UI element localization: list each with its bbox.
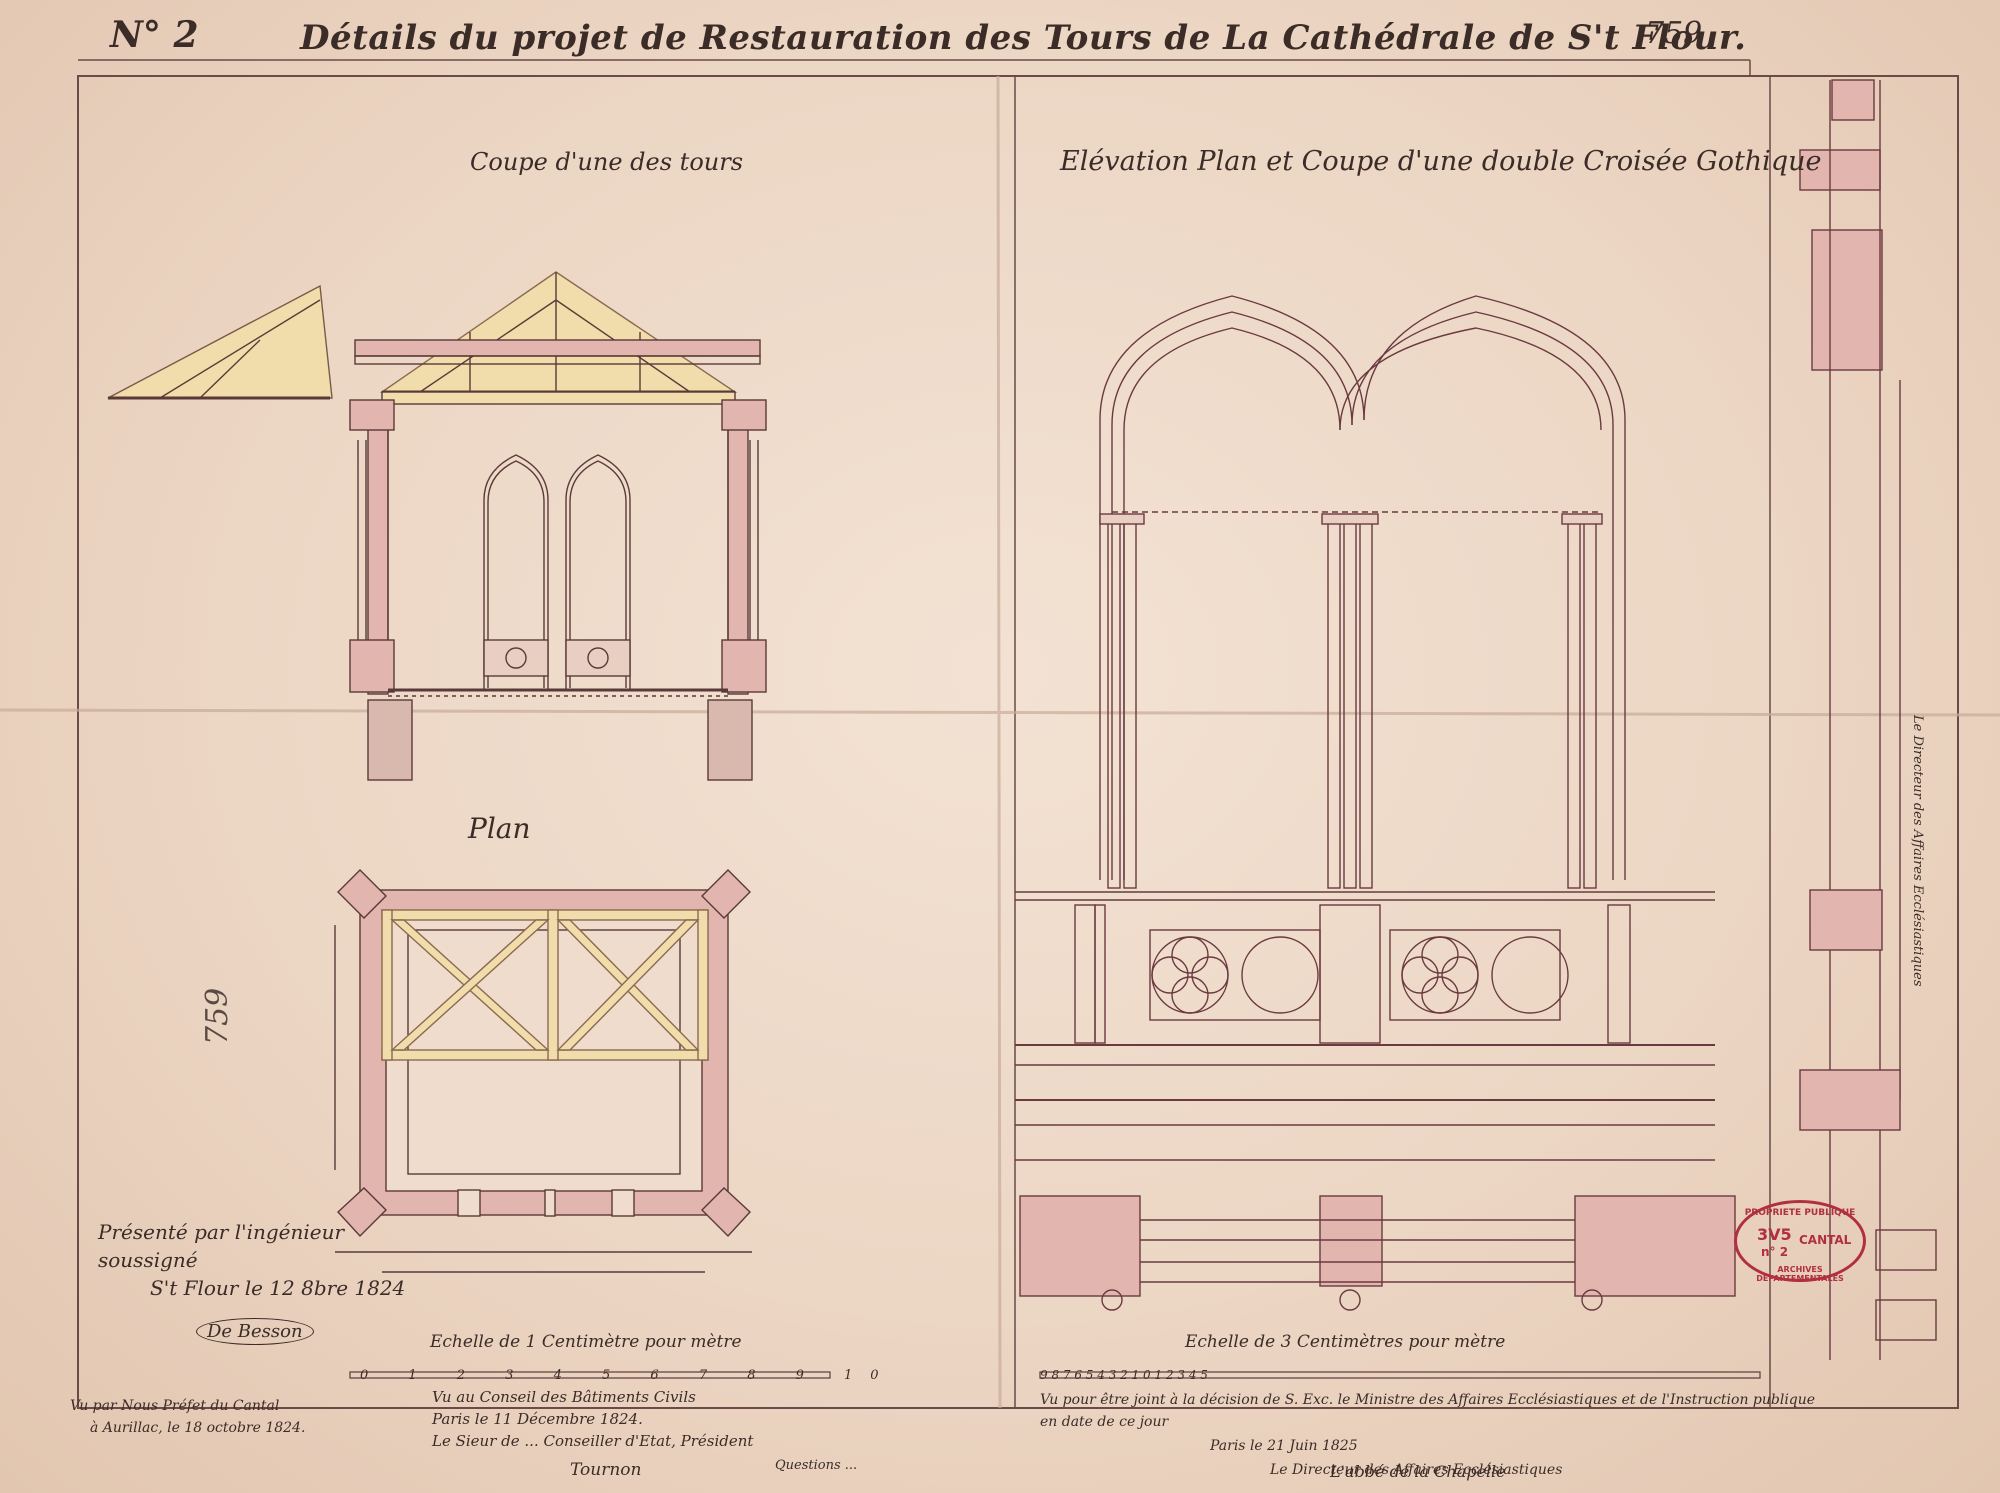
tower-section-title: Coupe d'une des tours [470, 148, 744, 176]
council-note-extra: Questions ... [775, 1458, 858, 1473]
main-title: Détails du projet de Restauration des To… [300, 18, 1747, 58]
scale-right-ticks: 9 8 7 6 5 4 3 2 1 0 1 2 3 4 5 [1040, 1368, 1208, 1382]
ministry-note-line-3: Paris le 21 Juin 1825 [1210, 1438, 1358, 1454]
plan-title: Plan [468, 812, 531, 845]
stamp-bottom-text: ARCHIVES DEPARTEMENTALES [1756, 1265, 1844, 1283]
stamp-code: 3V5 [1757, 1225, 1792, 1244]
council-note-line-2: Paris le 11 Décembre 1824. [432, 1410, 643, 1428]
council-note-line-1: Vu au Conseil des Bâtiments Civils [432, 1388, 696, 1406]
presented-line-1: Présenté par l'ingénieur [98, 1220, 345, 1244]
stamp-department: CANTAL [1799, 1233, 1852, 1247]
sheet-number: 759 [1645, 16, 1703, 51]
gothic-window-title: Elévation Plan et Coupe d'une double Cro… [1060, 146, 1822, 177]
gothic-window-elevation [1015, 295, 1736, 1311]
pencil-number: 759 [200, 987, 235, 1045]
ministry-note-line-2: en date de ce jour [1040, 1414, 1169, 1430]
signature-besson: De Besson [196, 1318, 314, 1345]
prefect-note-line-1: Vu par Nous Préfet du Cantal [70, 1398, 280, 1414]
presented-line-3: S't Flour le 12 8bre 1824 [150, 1276, 406, 1300]
stamp-top-text: PROPRIETE PUBLIQUE [1744, 1208, 1856, 1218]
archive-stamp: PROPRIETE PUBLIQUE 3V5 n° 2 CANTAL ARCHI… [1734, 1200, 1866, 1283]
scale-bars [349, 1371, 1761, 1379]
scale-right-label: Echelle de 3 Centimètres pour mètre [1185, 1332, 1506, 1352]
stamp-code-2: n° 2 [1761, 1245, 1789, 1259]
ministry-note-line-1: Vu pour être joint à la décision de S. E… [1040, 1392, 1816, 1408]
presented-line-2: soussigné [98, 1248, 198, 1272]
council-signature: Tournon [570, 1460, 642, 1480]
drawing-number: N° 2 [110, 14, 199, 56]
window-side-section [1799, 79, 1937, 1360]
tower-plan [334, 869, 752, 1273]
council-note-line-3: Le Sieur de ... Conseiller d'Etat, Prési… [432, 1432, 754, 1450]
side-annotation: Le Directeur des Affaires Ecclésiastique… [1910, 715, 1925, 987]
tower-section [107, 271, 767, 781]
scale-left-label: Echelle de 1 Centimètre pour mètre [430, 1332, 742, 1352]
prefect-note-line-2: à Aurillac, le 18 octobre 1824. [90, 1420, 306, 1436]
ministry-note-line-4: Le Directeur des Affaires Ecclésiastique… [1270, 1462, 1563, 1478]
ministry-signature: L'abbé de la Chapelle [1330, 1462, 1506, 1481]
scale-left-ticks: 0 1 2 3 4 5 6 7 8 9 10 [360, 1368, 897, 1383]
